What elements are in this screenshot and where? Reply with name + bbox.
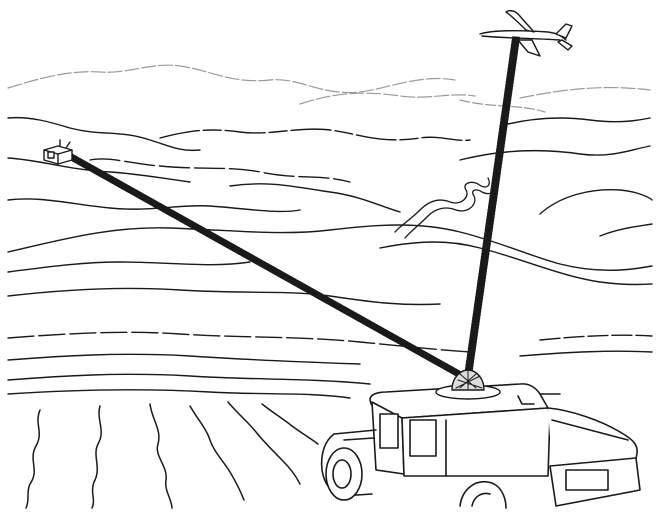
ground-vehicle	[322, 384, 640, 508]
vehicle-antenna-dome	[436, 370, 500, 399]
foreground-furrows	[26, 402, 318, 508]
hill-ridges	[8, 118, 652, 398]
ground-sensor-to-vehicle-beam	[66, 154, 466, 378]
distant-ridges	[8, 65, 650, 112]
uav-to-vehicle-beam	[468, 38, 516, 376]
uav-aircraft	[480, 11, 572, 56]
ground-sensor-station	[44, 140, 72, 164]
